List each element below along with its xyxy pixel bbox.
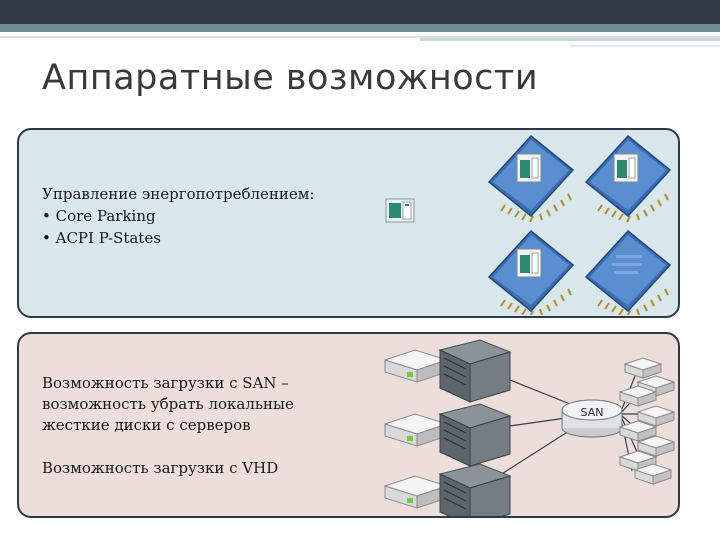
- disk-drive-icon: [384, 413, 448, 447]
- boot-san-line1: Возможность загрузки с SAN –: [42, 374, 289, 392]
- rack-server-icon: [439, 463, 511, 516]
- boot-san-line2: возможность убрать локальные: [42, 395, 294, 413]
- slide-title: Аппаратные возможности: [42, 58, 539, 98]
- cpu-chips-illustration: [488, 135, 671, 315]
- top-bar-accent: [0, 24, 720, 32]
- boot-san-line3: жесткие диски с серверов: [42, 416, 251, 434]
- disk-drive-icon: [384, 349, 448, 383]
- power-item-acpi: • ACPI P-States: [42, 229, 161, 247]
- decor-line: [0, 36, 720, 38]
- cpu-chip-icon: [488, 135, 574, 223]
- rack-server-icon: [439, 339, 511, 403]
- san-storage-icon: [561, 399, 623, 438]
- power-heading: Управление энергопотреблением:: [42, 185, 315, 203]
- virtual-machine-icon: [385, 198, 415, 223]
- rack-server-icon: [439, 403, 511, 467]
- decor-line: [420, 38, 720, 41]
- boot-vhd-line: Возможность загрузки с VHD: [42, 459, 279, 477]
- power-management-panel: [17, 128, 680, 318]
- disk-drive-icon: [384, 475, 448, 509]
- decor-line: [570, 45, 720, 47]
- disk-drive-icon: [624, 357, 662, 379]
- cpu-chip-icon: [585, 135, 671, 223]
- cpu-chip-icon: [585, 230, 671, 315]
- top-bar: [0, 0, 720, 26]
- power-item-core-parking: • Core Parking: [42, 207, 156, 225]
- san-diagram: SAN: [384, 339, 675, 516]
- san-label: SAN: [581, 406, 604, 419]
- cpu-chip-icon: [488, 230, 574, 315]
